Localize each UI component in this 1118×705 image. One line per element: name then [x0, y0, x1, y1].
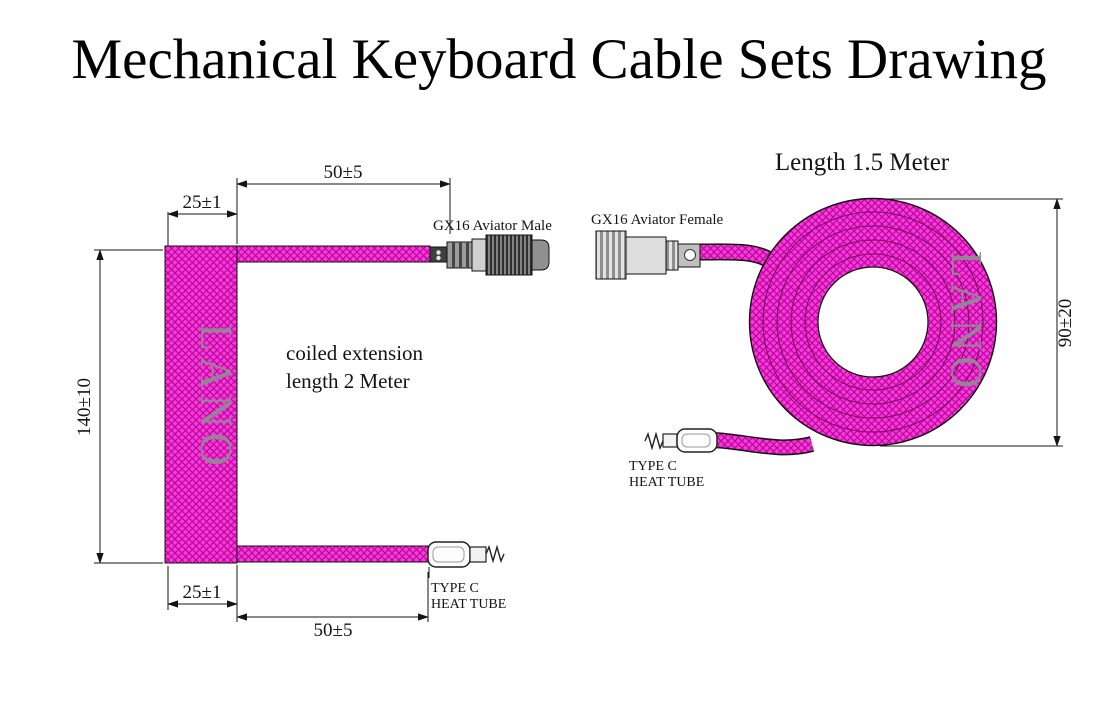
back-shell-detail [684, 249, 696, 261]
spiral-cable-diagram: Length 1.5 Meter LANO [591, 149, 1076, 490]
straight-cable-bottom [236, 545, 429, 563]
gx16-female-label: GX16 Aviator Female [591, 212, 724, 228]
usb-label-line2: HEAT TUBE [431, 597, 506, 612]
crimp-detail [436, 255, 441, 261]
usb-c-body-detail [432, 546, 465, 563]
coiled-cable-diagram: LANO GX16 Aviator Male [74, 162, 552, 641]
usb-label-line1: TYPE C [629, 459, 677, 474]
brand-watermark: LANO [191, 323, 242, 471]
type-c-connector-left [427, 541, 505, 578]
spiral-ring [762, 211, 984, 433]
dimension-lines-left [94, 178, 451, 622]
usb-label-line2: HEAT TUBE [629, 475, 704, 490]
spiral-ring [776, 225, 970, 419]
lead-cable-top [699, 244, 779, 269]
usb-c-body-detail [681, 433, 711, 448]
gx16-female-connector [595, 230, 701, 280]
relief-slot [459, 242, 462, 268]
dim-top-width-text: 50±5 [324, 162, 363, 183]
connector-body [625, 236, 667, 275]
type-c-connector-right [644, 428, 718, 453]
spiral-ring [790, 239, 956, 405]
spiral-center-hole [817, 266, 929, 378]
usb-c-tip [662, 433, 678, 448]
relief-slot [452, 242, 455, 268]
dim-top-coil-text: 25±1 [183, 192, 222, 213]
dimension-lines-right [880, 198, 1063, 447]
coupling-nut [595, 230, 627, 280]
relief-slot [466, 242, 469, 268]
spiral-ring [804, 253, 942, 391]
note-line1: coiled extension [286, 341, 424, 365]
page-title: Mechanical Keyboard Cable Sets Drawing [71, 28, 1047, 91]
gx16-male-label: GX16 Aviator Male [433, 218, 552, 234]
gx16-male-connector [429, 234, 550, 276]
dim-spiral-height-text: 90±20 [1055, 299, 1076, 347]
usb-label-line1: TYPE C [431, 581, 479, 596]
ridge-ring [665, 240, 679, 271]
dim-bottom-width-text: 50±5 [314, 620, 353, 641]
spiral-coil [748, 197, 998, 447]
coil-body [164, 245, 238, 564]
connector-cap [531, 239, 550, 271]
crimp-detail [436, 250, 441, 255]
dim-bottom-coil-text: 25±1 [183, 582, 222, 603]
usb-c-body [676, 428, 718, 453]
usb-c-tip [469, 546, 487, 563]
note-line2: length 2 Meter [286, 369, 410, 393]
collar-ring [471, 238, 487, 272]
brand-watermark: LANO [942, 251, 991, 393]
straight-cable-top [236, 245, 431, 263]
heat-tube-squiggle [485, 544, 505, 564]
dim-coil-height-text: 140±10 [74, 378, 95, 436]
lead-cable-bottom [711, 433, 814, 454]
heat-tube-squiggle [644, 431, 664, 451]
knurled-ring [485, 234, 533, 276]
right-title: Length 1.5 Meter [775, 149, 950, 176]
